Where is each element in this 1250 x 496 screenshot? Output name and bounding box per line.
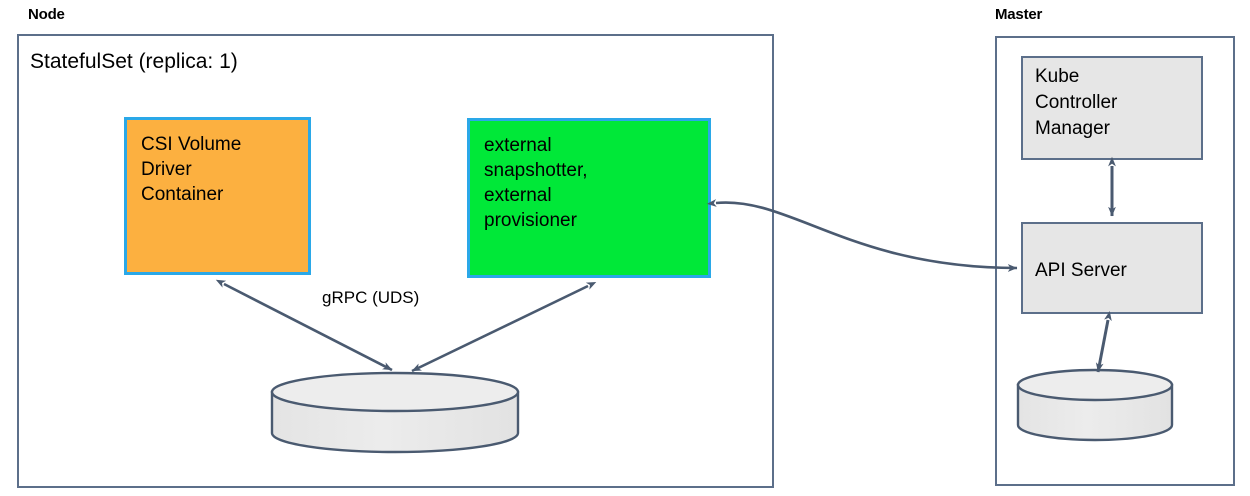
cylinder-label-emptydir-volume: EmptyDir Volume	[292, 408, 424, 427]
group-label-master: Master	[995, 6, 1043, 23]
box-csi-volume-driver-container[interactable]: CSI Volume Driver Container	[124, 117, 311, 275]
box-external-components[interactable]: external snapshotter, external provision…	[467, 118, 711, 278]
box-api-server[interactable]: API Server	[1021, 222, 1203, 314]
box-external-components-label: external snapshotter, external provision…	[484, 135, 588, 232]
box-api-server-label: API Server	[1035, 259, 1127, 281]
box-kube-controller-manager-label: Kube Controller Manager	[1035, 66, 1118, 140]
box-csi-volume-driver-container-label: CSI Volume Driver Container	[141, 134, 242, 206]
group-label-node: Node	[28, 6, 65, 23]
statefulset-title: StatefulSet (replica: 1)	[30, 50, 238, 73]
edge-label-grpc-uds: gRPC (UDS)	[322, 288, 420, 307]
cylinder-label-etcd: etcd	[1040, 396, 1073, 415]
box-kube-controller-manager[interactable]: Kube Controller Manager	[1021, 56, 1203, 160]
